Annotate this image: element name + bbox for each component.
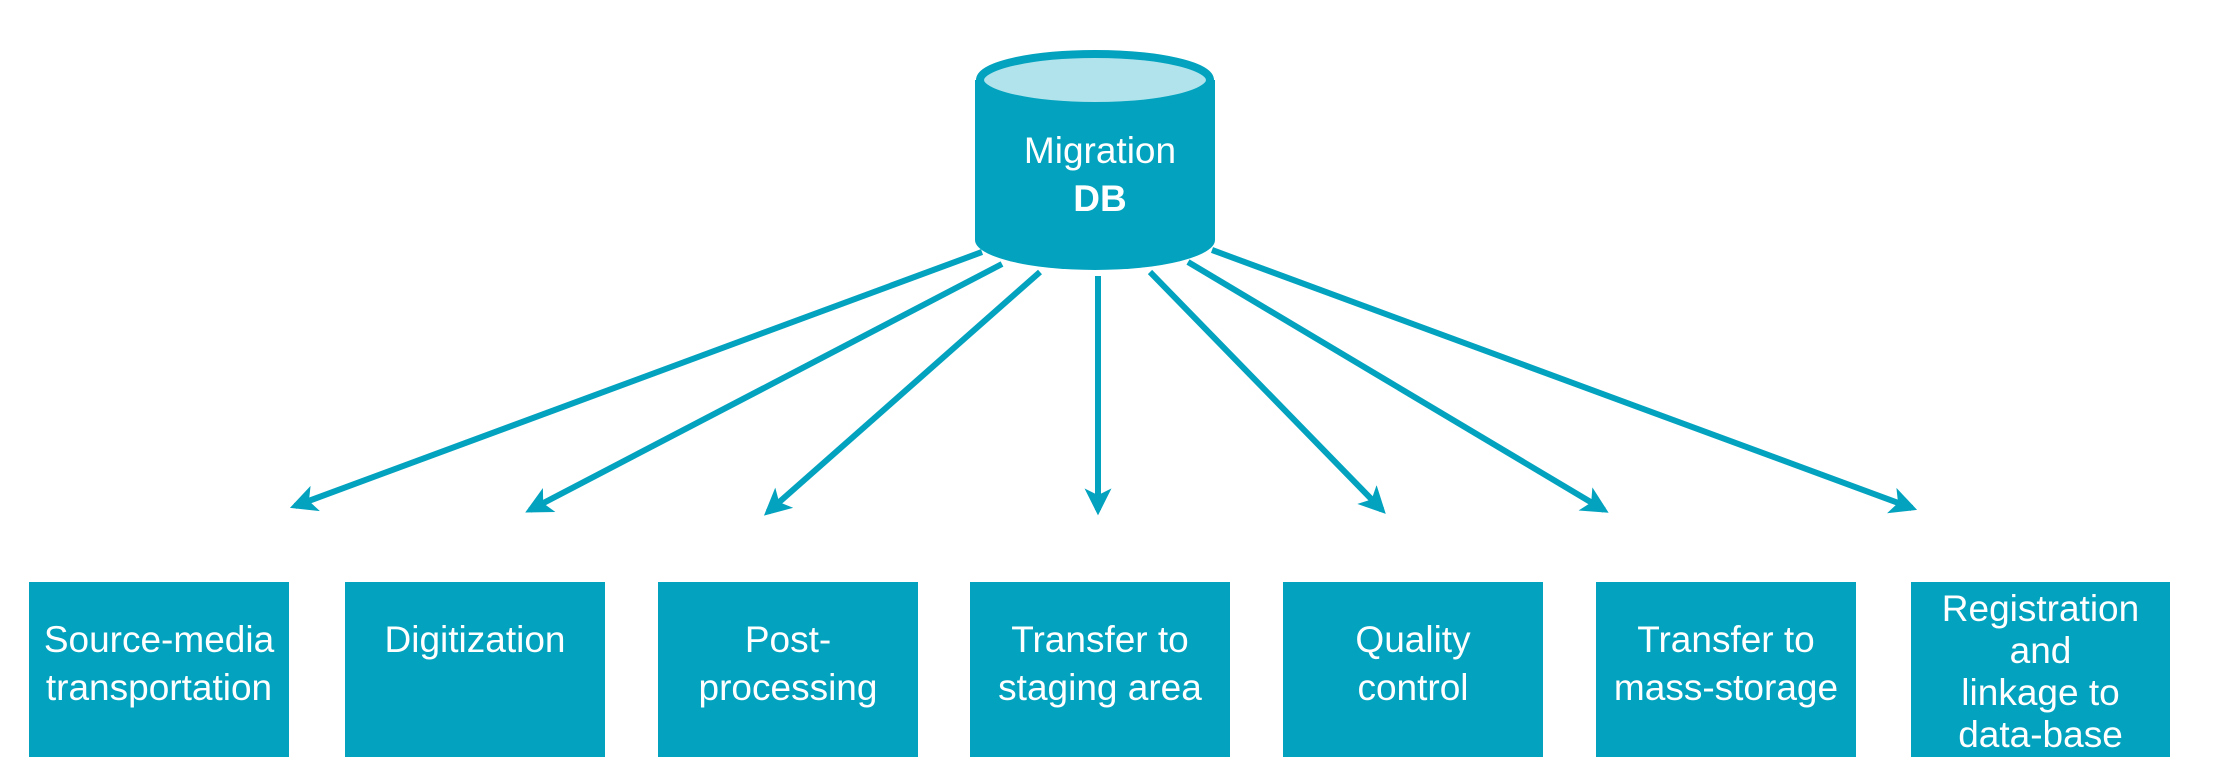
db-cylinder-body (975, 80, 1215, 270)
stage-quality-control: Quality control (1283, 582, 1543, 757)
arrow-to-source-media-transportation (289, 249, 984, 512)
stage-label: Post- processing (698, 619, 878, 708)
stage-registration-and-linkage: Registration and linkage to data-base (1911, 582, 2170, 757)
stage-label: Transfer to staging area (998, 619, 1202, 708)
arrow-to-quality-control (1147, 269, 1386, 514)
stage-label: Transfer to mass-storage (1613, 619, 1839, 708)
arrow-to-registration (1210, 247, 1918, 514)
arrow-to-digitization (525, 261, 1004, 513)
stage-label: Quality control (1355, 619, 1471, 708)
stage-label: Registration and linkage to data-base (1941, 588, 2140, 755)
stage-label: Digitization (384, 619, 566, 660)
database-label-name: Migration (1023, 130, 1177, 171)
stage-source-media-transportation: Source-media transportation (29, 582, 289, 757)
stage-post-processing: Post- processing (658, 582, 918, 757)
arrow-to-post-processing (763, 269, 1042, 516)
stage-transfer-to-mass-storage: Transfer to mass-storage (1596, 582, 1856, 757)
stage-transfer-to-staging-area: Transfer to staging area (970, 582, 1230, 757)
connector-arrows (289, 247, 1918, 516)
db-cylinder-top (976, 50, 1214, 110)
database-label-db: DB (1073, 178, 1127, 219)
arrow-to-transfer-to-mass-storage (1186, 259, 1609, 513)
cylinder-database-icon (975, 50, 1215, 270)
stage-digitization: Digitization (345, 582, 605, 757)
stage-label: Source-media transportation (43, 619, 275, 708)
